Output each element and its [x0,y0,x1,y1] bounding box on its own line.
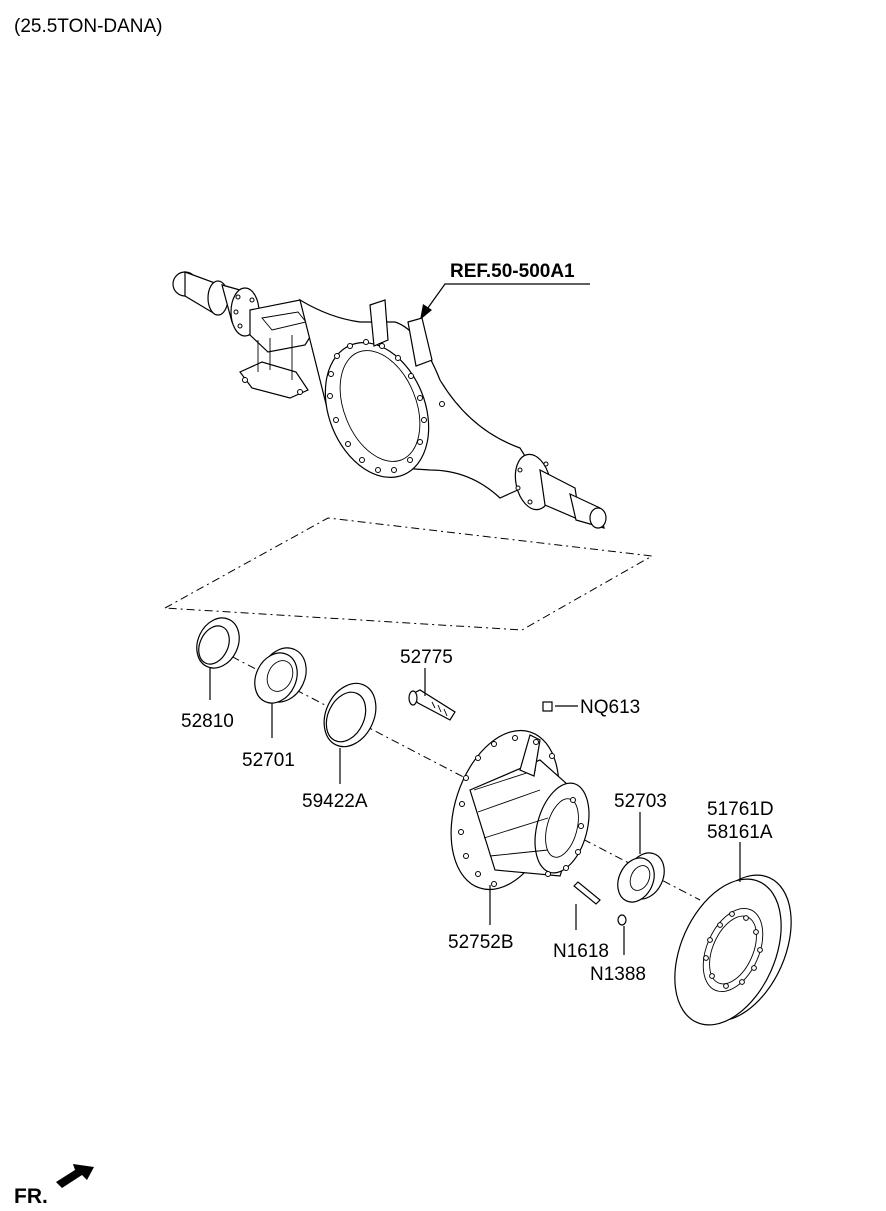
seal-52810-illustration[interactable] [189,611,247,700]
part-labels: 52810 52701 59422A 52775 NQ613 52703 517… [181,647,774,985]
part-label-52701[interactable]: 52701 [242,750,295,771]
seal-59422A-illustration[interactable] [314,675,385,784]
reference-arrowhead [420,304,432,320]
part-label-52752B[interactable]: 52752B [448,932,514,953]
nipple-NQ613-illustration[interactable] [542,701,578,712]
part-label-51761D[interactable]: 51761D [707,799,774,820]
part-label-52775[interactable]: 52775 [400,647,453,668]
bearing-52703-illustration[interactable] [611,812,672,908]
brake-drum-51761D-illustration[interactable] [654,842,813,1041]
reference-leader [424,283,590,313]
reference-frame [163,517,654,631]
hub-52752B-illustration[interactable] [432,717,598,925]
part-label-58161A[interactable]: 58161A [707,822,773,843]
axle-housing-illustration [172,271,607,529]
part-label-52703[interactable]: 52703 [614,791,667,812]
part-label-NQ613[interactable]: NQ613 [580,697,640,718]
housing-bolts [327,339,427,473]
part-label-N1388[interactable]: N1388 [590,964,646,985]
pin-N1618-illustration[interactable] [573,881,601,930]
front-direction-indicator: FR. [14,1164,94,1208]
bearing-52701-illustration[interactable] [247,640,315,738]
front-arrow-icon [56,1164,94,1188]
reference-label[interactable]: REF.50-500A1 [450,261,575,282]
part-label-N1618[interactable]: N1618 [553,941,609,962]
stud-52775-illustration[interactable] [408,668,456,721]
hub-bolts [458,735,584,887]
ring-N1388-illustration[interactable] [617,914,627,955]
reference-callout[interactable]: REF.50-500A1 [420,261,590,320]
part-label-59422A[interactable]: 59422A [302,791,368,812]
drum-bolts [703,911,763,989]
front-label: FR. [14,1185,48,1208]
variant-header: (25.5TON-DANA) [14,16,163,37]
part-label-52810[interactable]: 52810 [181,711,234,732]
